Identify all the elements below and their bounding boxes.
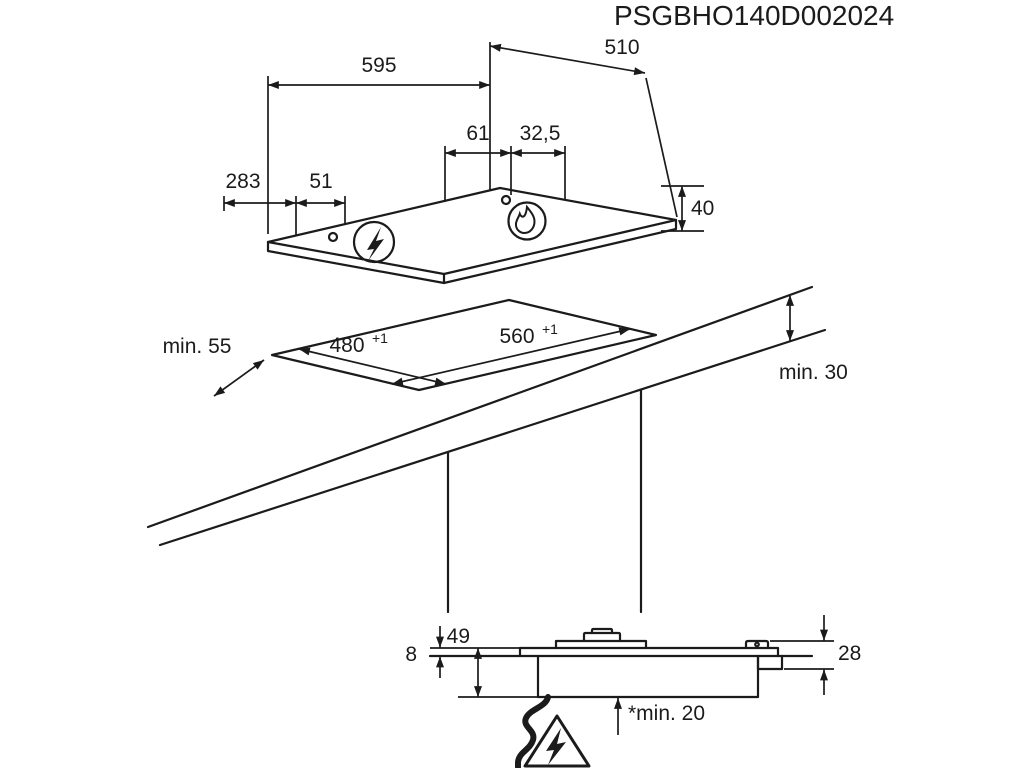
hob-width-label: 595 — [361, 54, 396, 77]
dimension-line-cutout-width — [391, 327, 631, 386]
burner-edge-offset-label: 32,5 — [520, 122, 561, 145]
control-spacing-label: 51 — [309, 170, 332, 193]
lightning-icon-bolt — [367, 227, 384, 261]
power-cable — [515, 694, 551, 768]
extension-line — [645, 77, 678, 218]
burner-center-offset-label: 61 — [466, 122, 489, 145]
fitting-body — [744, 639, 770, 650]
burner-base — [554, 639, 648, 650]
burner-cap-top — [590, 627, 614, 635]
warning-lightning-triangle-icon — [523, 714, 591, 768]
min-bottom-clearance-label: *min. 20 — [628, 702, 705, 725]
fixing-clamp — [756, 654, 784, 671]
cross-section-view: 49 8 28 *min. 20 — [405, 615, 861, 768]
worktop-front-bottom-edge — [158, 328, 827, 547]
warning-triangle-bolt — [546, 728, 566, 765]
burner-cap — [582, 631, 622, 643]
control-knob-mark-right — [500, 194, 512, 206]
dimension-line-depth — [489, 43, 646, 76]
hob-body-tub — [536, 654, 760, 699]
worktop-front-top-edge — [146, 285, 814, 529]
profile-height-label: 8 — [405, 643, 417, 666]
lightning-icon-circle — [352, 220, 396, 264]
gas-connection-fitting — [744, 639, 770, 650]
min-worktop-thickness-label: min. 30 — [779, 361, 848, 384]
burner-profile — [554, 627, 648, 650]
cutout-width-label: 560 — [499, 325, 534, 348]
hob-depth-label: 510 — [604, 36, 639, 59]
built-in-depth-label: 40 — [691, 197, 714, 220]
hob-thickness-edges — [266, 218, 678, 285]
hob-glass-profile — [518, 646, 780, 658]
flame-icon-circle — [507, 201, 547, 241]
worktop-cutout-view: 480 +1 560 +1 min. 55 min. 30 — [146, 285, 848, 614]
flame-icon — [507, 201, 547, 241]
cutout-depth-label: 480 — [329, 334, 364, 357]
min-side-clearance-label: min. 55 — [163, 335, 232, 358]
part-number-label: PSGBHO140D002024 — [614, 0, 894, 31]
dimension-line-side-clearance — [213, 359, 265, 397]
control-knob-mark-left — [327, 231, 339, 243]
fitting-detail — [754, 641, 760, 648]
below-worktop-depth-label: 49 — [447, 625, 470, 648]
flame-icon-flame — [514, 204, 536, 235]
warning-triangle-outline — [523, 714, 591, 768]
cutout-width-tolerance-label: +1 — [542, 321, 558, 337]
left-control-offset-label: 283 — [225, 170, 260, 193]
lightning-icon — [352, 220, 396, 264]
hob-isometric-view: 595 510 61 32,5 283 51 40 — [223, 36, 714, 285]
connection-height-label: 28 — [838, 642, 861, 665]
cutout-depth-tolerance-label: +1 — [372, 330, 388, 346]
